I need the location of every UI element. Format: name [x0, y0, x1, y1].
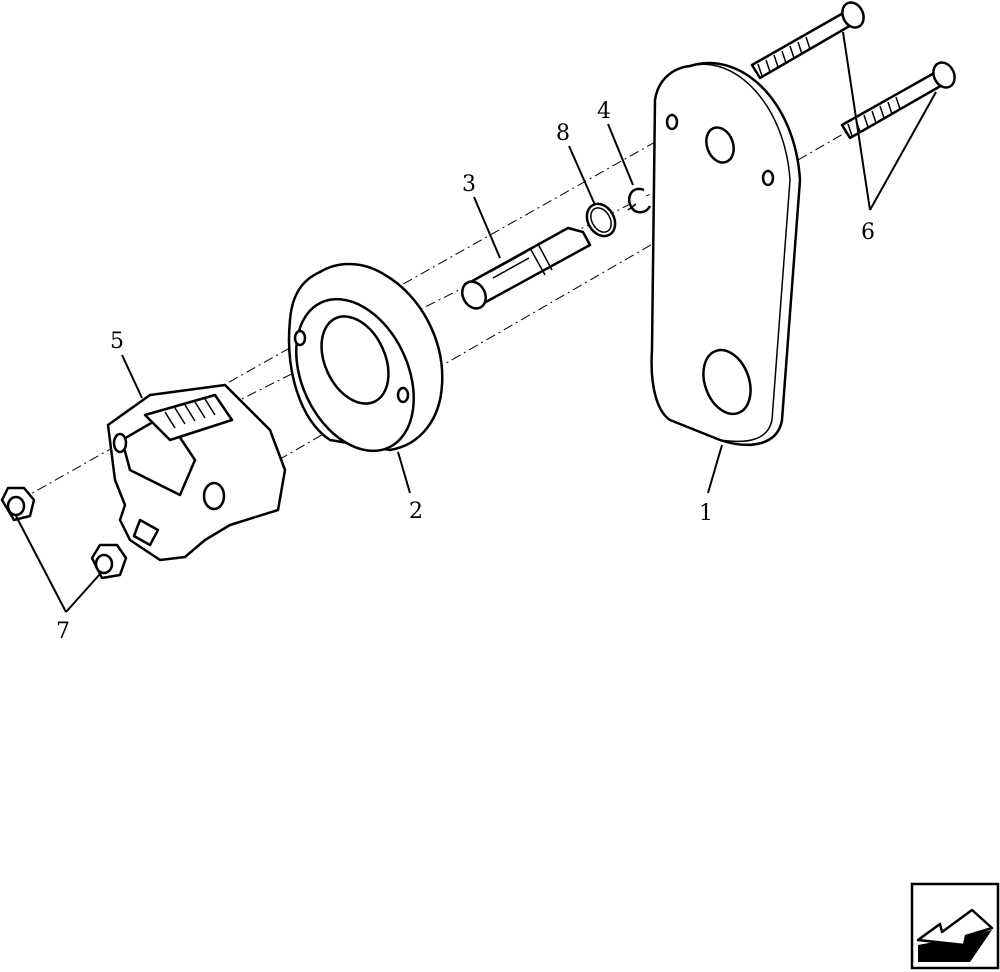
- shaft: [461, 226, 592, 310]
- retaining-clip: [627, 187, 652, 214]
- o-ring: [585, 202, 617, 238]
- nut-left: [0, 486, 36, 522]
- callout-8: 8: [556, 121, 570, 146]
- bolt-upper: [750, 1, 865, 80]
- callout-1: 1: [699, 501, 713, 526]
- callout-7: 7: [56, 619, 70, 644]
- sensor: [106, 383, 287, 562]
- lever-plate: [650, 61, 802, 447]
- callout-4: 4: [597, 99, 611, 124]
- bolt-lower: [840, 61, 956, 140]
- spacer-ring: [287, 262, 444, 453]
- callout-5: 5: [110, 329, 124, 354]
- arrow-left-icon[interactable]: [910, 882, 1000, 970]
- callout-3: 3: [462, 172, 476, 197]
- leader-lines: [15, 31, 937, 613]
- nut-right: [90, 543, 128, 580]
- callout-6: 6: [861, 220, 875, 245]
- callout-labels: 1 2 3 4 5 6 7 8: [56, 99, 875, 644]
- callout-2: 2: [409, 499, 423, 524]
